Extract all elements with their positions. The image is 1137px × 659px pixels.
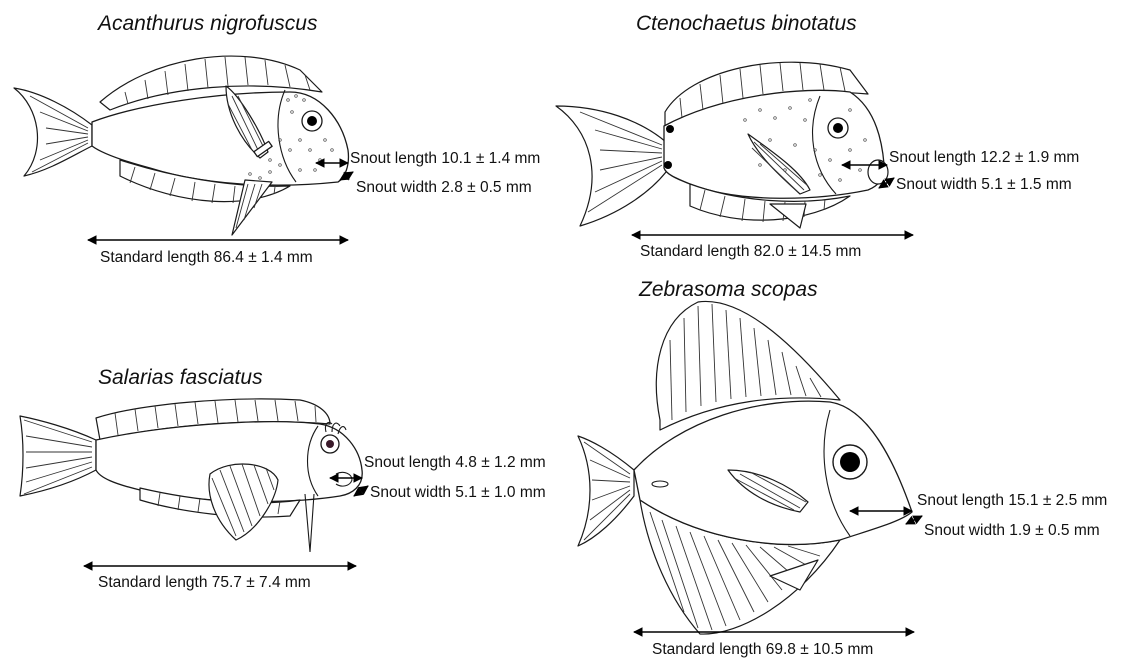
snout-width-label-ctenochaetus: Snout width 5.1 ± 1.5 mm [896,176,1072,193]
species-name-salarias: Salarias fasciatus [98,366,263,389]
species-name-acanthurus: Acanthurus nigrofuscus [96,12,318,35]
standard-length-label-ctenochaetus: Standard length 82.0 ± 14.5 mm [640,243,861,260]
panel-salarias-fasciatus: Salarias fasciatus [20,366,546,591]
fish-acanthurus-illustration [14,56,348,235]
fish-salarias-illustration [20,399,362,552]
snout-length-label-salarias: Snout length 4.8 ± 1.2 mm [364,454,546,471]
snout-width-arrow-zebrasoma [906,516,922,524]
snout-width-label-acanthurus: Snout width 2.8 ± 0.5 mm [356,179,532,196]
snout-length-label-acanthurus: Snout length 10.1 ± 1.4 mm [350,150,540,167]
standard-length-label-salarias: Standard length 75.7 ± 7.4 mm [98,574,311,591]
fish-ctenochaetus-illustration [556,62,888,228]
fish-zebrasoma-illustration [578,301,912,634]
standard-length-label-acanthurus: Standard length 86.4 ± 1.4 mm [100,249,313,266]
snout-length-label-ctenochaetus: Snout length 12.2 ± 1.9 mm [889,149,1079,166]
panel-zebrasoma-scopas: Zebrasoma scopas [578,278,1107,658]
snout-width-label-salarias: Snout width 5.1 ± 1.0 mm [370,484,546,501]
panel-acanthurus-nigrofuscus: Acanthurus nigrofuscus [14,12,540,266]
panel-ctenochaetus-binotatus: Ctenochaetus binotatus [556,12,1079,260]
species-name-ctenochaetus: Ctenochaetus binotatus [636,12,857,35]
snout-width-label-zebrasoma: Snout width 1.9 ± 0.5 mm [924,522,1100,539]
species-name-zebrasoma: Zebrasoma scopas [638,278,818,301]
snout-length-label-zebrasoma: Snout length 15.1 ± 2.5 mm [917,492,1107,509]
standard-length-label-zebrasoma: Standard length 69.8 ± 10.5 mm [652,641,873,658]
